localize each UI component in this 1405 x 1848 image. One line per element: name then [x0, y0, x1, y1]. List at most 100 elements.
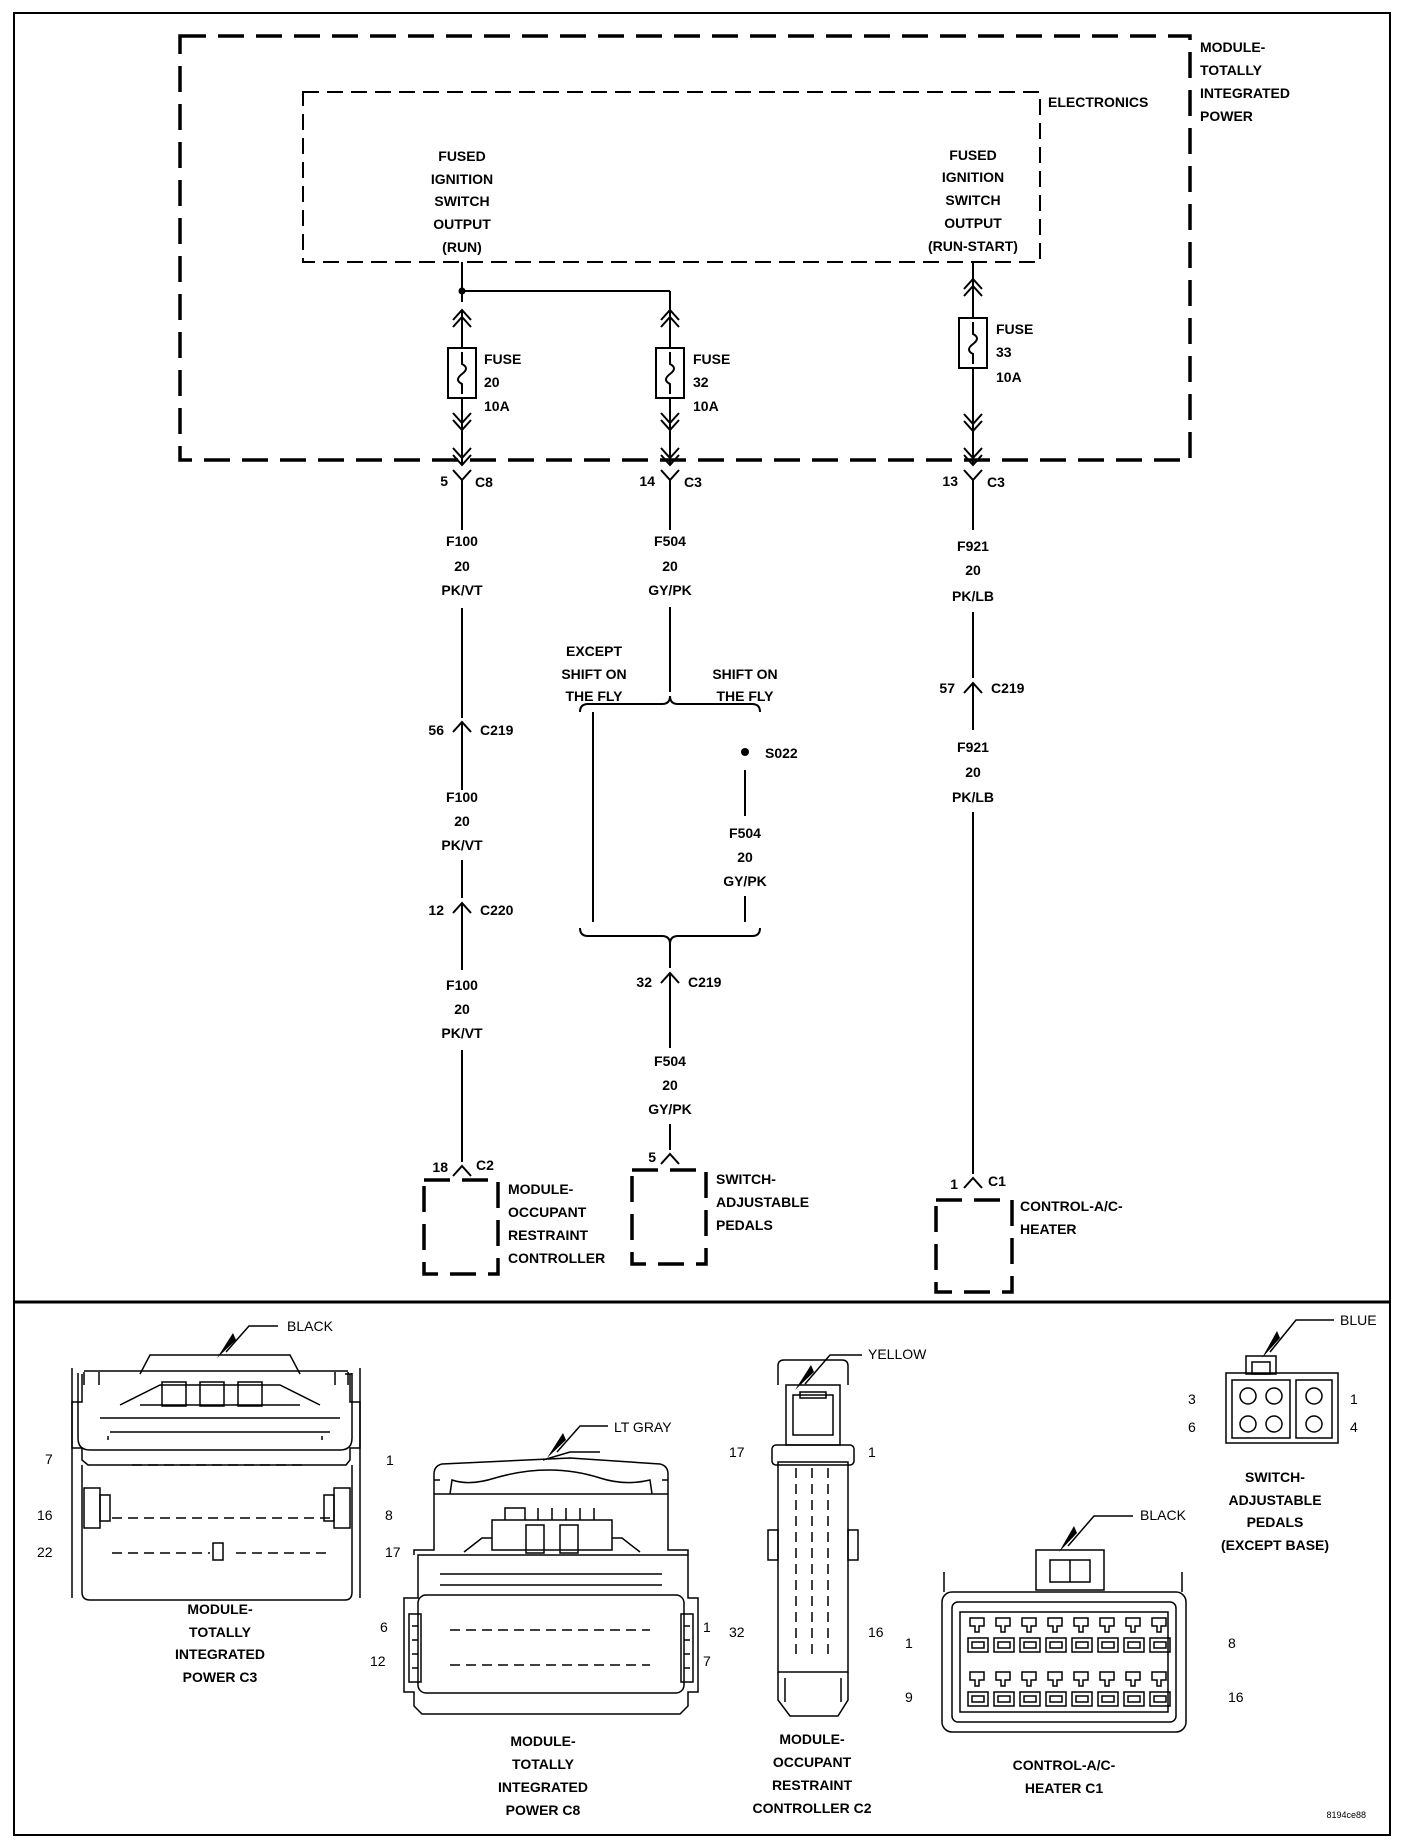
svg-text:PK/VT: PK/VT	[441, 1025, 483, 1041]
svg-text:F100: F100	[446, 533, 478, 549]
svg-text:PK/VT: PK/VT	[441, 582, 483, 598]
hvac-pin-latch	[1021, 1617, 1037, 1633]
svg-text:POWER C3: POWER C3	[183, 1669, 258, 1685]
hvac-pin-latch	[1099, 1671, 1115, 1687]
connector-pedals-5: 5	[648, 1149, 680, 1165]
svg-text:HEATER: HEATER	[1020, 1221, 1077, 1237]
occupant-restraint-controller-box	[422, 1178, 500, 1276]
svg-text:C3: C3	[684, 474, 702, 490]
svg-text:INTEGRATED: INTEGRATED	[498, 1779, 588, 1795]
hvac-pin-latch	[995, 1671, 1011, 1687]
connector-c219-32: 32 C219	[636, 971, 722, 1048]
hvac-pin-cavity	[1097, 1637, 1119, 1653]
wire-label-f504-3: F504 20 GY/PK	[648, 1053, 692, 1117]
connector-view-hvac-c1: BLACK 1 8 9 16 CONTROL-A/C- HEATER C1	[905, 1507, 1244, 1796]
svg-text:THE FLY: THE FLY	[716, 688, 774, 704]
svg-text:BLACK: BLACK	[1140, 1507, 1187, 1523]
svg-text:56: 56	[428, 722, 444, 738]
tipm-module-box	[178, 34, 1192, 462]
hvac-pin-latch	[1151, 1671, 1167, 1687]
hvac-pin-latch	[1125, 1671, 1141, 1687]
connector-c8: 5 C8	[440, 469, 493, 495]
hvac-pin-cavity	[1123, 1691, 1145, 1707]
electronics-label: ELECTRONICS	[1048, 94, 1148, 110]
svg-text:MODULE-: MODULE-	[510, 1733, 576, 1749]
hvac-pin-cavity	[1123, 1637, 1145, 1653]
hvac-pin-cavity	[1045, 1691, 1067, 1707]
svg-text:32: 32	[729, 1624, 745, 1640]
svg-text:CONTROL-A/C-: CONTROL-A/C-	[1013, 1757, 1116, 1773]
shift-on-the-fly-label: SHIFT ON THE FLY	[712, 666, 777, 704]
hvac-pin-terminal	[1049, 1641, 1063, 1649]
hvac-pin-terminal	[1127, 1695, 1141, 1703]
hvac-pin-terminal	[1153, 1641, 1167, 1649]
hvac-pin-cavity	[1149, 1691, 1171, 1707]
svg-text:GY/PK: GY/PK	[648, 1101, 692, 1117]
svg-text:13: 13	[942, 473, 958, 489]
hvac-pin-terminal	[971, 1695, 985, 1703]
svg-text:FUSE: FUSE	[693, 351, 730, 367]
svg-text:6: 6	[380, 1619, 388, 1635]
svg-text:BLUE: BLUE	[1340, 1312, 1377, 1328]
connector-c2: 18 C2	[432, 1157, 494, 1177]
occupant-restraint-controller-label: MODULE- OCCUPANT RESTRAINT CONTROLLER	[508, 1181, 605, 1266]
hvac-pin-latch	[1099, 1617, 1115, 1633]
svg-text:INTEGRATED: INTEGRATED	[1200, 85, 1290, 101]
svg-text:IGNITION: IGNITION	[942, 169, 1004, 185]
wire-label-f100-3: F100 20 PK/VT	[441, 977, 483, 1041]
svg-text:F921: F921	[957, 739, 989, 755]
svg-text:OUTPUT: OUTPUT	[944, 215, 1002, 231]
adjustable-pedals-label: SWITCH- ADJUSTABLE PEDALS	[716, 1171, 809, 1233]
svg-text:17: 17	[385, 1544, 401, 1560]
hvac-pin-cavity	[1019, 1637, 1041, 1653]
hvac-pin-terminal	[1049, 1695, 1063, 1703]
svg-text:POWER C8: POWER C8	[506, 1802, 581, 1818]
svg-text:1: 1	[950, 1176, 958, 1192]
svg-text:20: 20	[662, 558, 678, 574]
hvac-pin-cavity	[1071, 1691, 1093, 1707]
svg-text:C1: C1	[988, 1173, 1006, 1189]
svg-text:CONTROL-A/C-: CONTROL-A/C-	[1020, 1198, 1123, 1214]
svg-text:10A: 10A	[693, 398, 719, 414]
hvac-pin-terminal	[1127, 1641, 1141, 1649]
hvac-pin-terminal	[1023, 1695, 1037, 1703]
svg-text:14: 14	[639, 473, 655, 489]
svg-text:CONTROLLER: CONTROLLER	[508, 1250, 605, 1266]
hvac-pin-cavity	[1045, 1637, 1067, 1653]
tipm-module-label: MODULE- TOTALLY INTEGRATED POWER	[1200, 39, 1290, 124]
svg-text:IGNITION: IGNITION	[431, 171, 493, 187]
fuse-33: FUSE 33 10A	[958, 270, 1033, 467]
hvac-pin-cavity	[1019, 1691, 1041, 1707]
svg-text:1: 1	[703, 1619, 711, 1635]
svg-text:3: 3	[1188, 1391, 1196, 1407]
svg-text:TOTALLY: TOTALLY	[1200, 62, 1263, 78]
hvac-pin-cavity	[1097, 1691, 1119, 1707]
hvac-pin-latch	[1151, 1617, 1167, 1633]
svg-text:20: 20	[454, 1001, 470, 1017]
svg-text:22: 22	[37, 1544, 53, 1560]
control-ac-heater-label: CONTROL-A/C- HEATER	[1020, 1198, 1123, 1237]
hvac-pin-cavity	[1149, 1637, 1171, 1653]
connector-view-tipm-c3: BLACK 7 1 16 8 22 17 MODULE- TOTALLY INT…	[37, 1318, 401, 1685]
hvac-pin-latch	[1021, 1671, 1037, 1687]
connector-c3-13: 13 C3	[942, 469, 1005, 530]
svg-text:SHIFT ON: SHIFT ON	[712, 666, 777, 682]
svg-text:SHIFT ON: SHIFT ON	[561, 666, 626, 682]
svg-text:20: 20	[454, 813, 470, 829]
svg-text:18: 18	[432, 1159, 448, 1175]
svg-text:32: 32	[693, 374, 709, 390]
svg-text:TOTALLY: TOTALLY	[189, 1624, 252, 1640]
svg-text:OCCUPANT: OCCUPANT	[508, 1204, 587, 1220]
hvac-pin-latch	[1073, 1671, 1089, 1687]
hvac-pin-latch	[969, 1671, 985, 1687]
svg-text:F921: F921	[957, 538, 989, 554]
svg-text:C2: C2	[476, 1157, 494, 1173]
svg-text:POWER: POWER	[1200, 108, 1253, 124]
svg-text:F100: F100	[446, 789, 478, 805]
svg-text:PK/LB: PK/LB	[952, 588, 994, 604]
svg-text:(RUN): (RUN)	[442, 239, 482, 255]
svg-text:YELLOW: YELLOW	[868, 1346, 927, 1362]
connector-c219-57: 57 C219	[939, 680, 1025, 730]
splice-s022-label: S022	[765, 745, 798, 761]
svg-text:FUSE: FUSE	[484, 351, 521, 367]
